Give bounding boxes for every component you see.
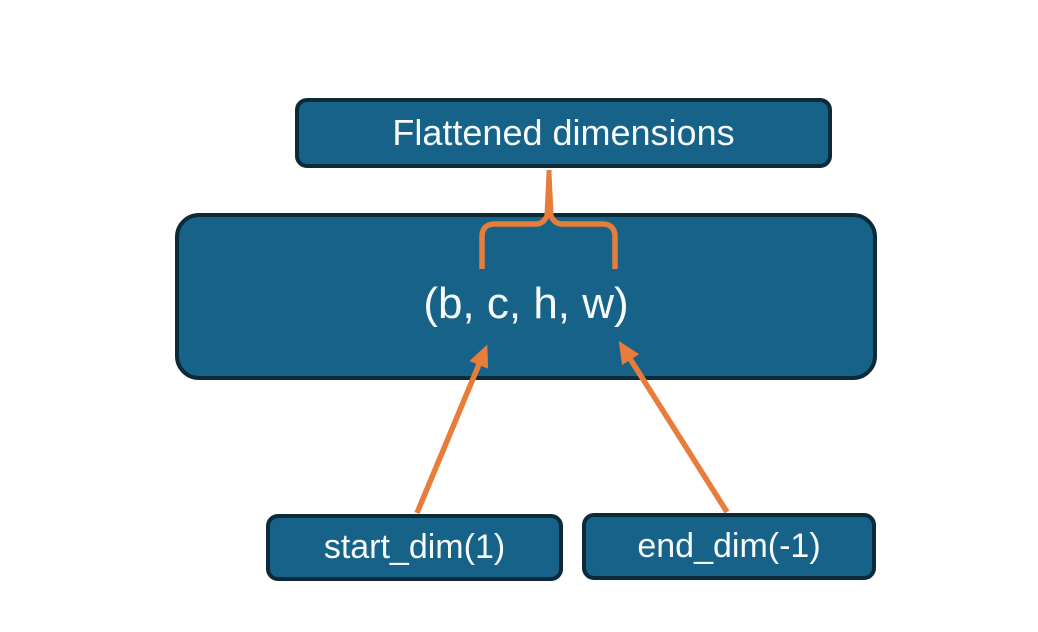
tensor-shape-label: (b, c, h, w) <box>423 278 629 328</box>
flattened-dimensions-label: Flattened dimensions <box>392 112 735 153</box>
end-dim-node: end_dim(-1) <box>582 513 876 580</box>
tensor-shape-node: (b, c, h, w) <box>175 213 877 380</box>
brace-stem-connector <box>544 170 554 216</box>
end-dim-label: end_dim(-1) <box>637 527 821 565</box>
flattened-dimensions-node: Flattened dimensions <box>295 98 832 168</box>
start-dim-node: start_dim(1) <box>266 514 563 581</box>
start-dim-label: start_dim(1) <box>323 528 506 566</box>
